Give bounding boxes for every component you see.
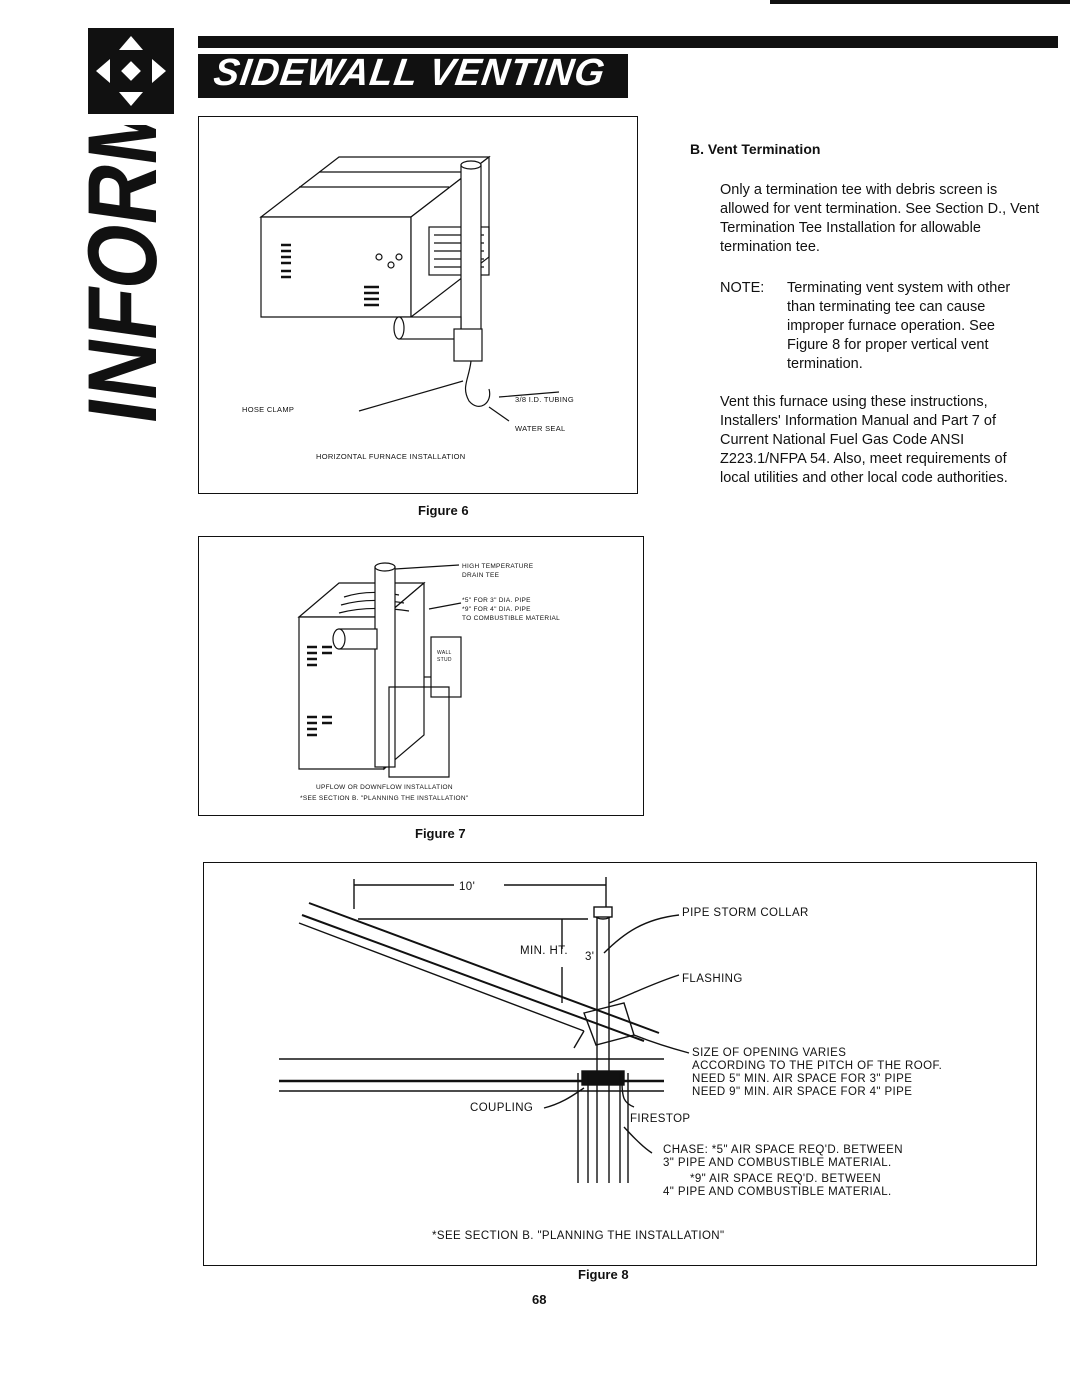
- label-flashing: FLASHING: [682, 973, 743, 985]
- top-rule: [770, 0, 1070, 4]
- label-wall: WALL: [437, 650, 452, 656]
- label-chase-1: CHASE: *5" AIR SPACE REQ'D. BETWEEN: [663, 1144, 903, 1156]
- title-rule: [198, 36, 1058, 48]
- page-title: SIDEWALL VENTING: [211, 52, 609, 94]
- label-pipe-3in: *5" FOR 3" DIA. PIPE: [462, 597, 531, 604]
- label-see-section-8: *SEE SECTION B. "PLANNING THE INSTALLATI…: [432, 1230, 725, 1242]
- label-3ft: 3': [585, 951, 595, 963]
- label-opening-1: SIZE OF OPENING VARIES: [692, 1047, 847, 1059]
- horizontal-furnace-drawing: [259, 155, 560, 422]
- label-storm-collar: PIPE STORM COLLAR: [682, 907, 809, 919]
- label-chase-2: 3" PIPE AND COMBUSTIBLE MATERIAL.: [663, 1157, 892, 1169]
- figure-8-frame: [203, 862, 1037, 1266]
- figure-6-caption: Figure 6: [418, 503, 469, 518]
- figure-7-caption: Figure 7: [415, 826, 466, 841]
- figure-7-frame: [198, 536, 644, 816]
- label-hose-clamp: HOSE CLAMP: [242, 405, 295, 414]
- label-horizontal-install: HORIZONTAL FURNACE INSTALLATION: [316, 452, 466, 461]
- arrows-logo-icon: [96, 36, 166, 106]
- upflow-furnace-drawing: [297, 562, 462, 778]
- figure-6-frame: [198, 116, 638, 494]
- label-combustible: TO COMBUSTIBLE MATERIAL: [462, 615, 561, 622]
- note-text: Terminating vent system with other than …: [787, 280, 1011, 372]
- label-firestop: FIRESTOP: [630, 1113, 691, 1125]
- label-coupling: COUPLING: [470, 1102, 534, 1114]
- vertical-vent-drawing: [279, 877, 690, 1183]
- label-opening-4: NEED 9" MIN. AIR SPACE FOR 4" PIPE: [692, 1086, 913, 1098]
- label-tubing: 3/8 I.D. TUBING: [515, 395, 574, 404]
- page-number: 68: [532, 1292, 547, 1307]
- title-banner: [198, 54, 628, 98]
- note-label: NOTE:: [720, 280, 765, 296]
- section-heading: B. Vent Termination: [690, 141, 821, 157]
- label-min-ht: MIN. HT.: [520, 945, 568, 957]
- label-see-section: *SEE SECTION B. "PLANNING THE INSTALLATI…: [300, 795, 469, 802]
- label-stud: STUD: [437, 657, 452, 663]
- figure-8-caption: Figure 8: [578, 1267, 629, 1282]
- label-chase-3: *9" AIR SPACE REQ'D. BETWEEN: [690, 1173, 882, 1185]
- label-opening-3: NEED 5" MIN. AIR SPACE FOR 3" PIPE: [692, 1073, 913, 1085]
- paragraph-instructions: Vent this furnace using these instructio…: [720, 394, 1008, 486]
- logo: [88, 28, 174, 114]
- label-drain-tee-2: DRAIN TEE: [462, 572, 500, 579]
- label-pipe-4in: *9" FOR 4" DIA. PIPE: [462, 606, 531, 613]
- label-chase-4: 4" PIPE AND COMBUSTIBLE MATERIAL.: [663, 1186, 892, 1198]
- side-word-text: INFORMATION: [74, 125, 174, 429]
- label-drain-tee-1: HIGH TEMPERATURE: [462, 563, 534, 570]
- label-opening-2: ACCORDING TO THE PITCH OF THE ROOF.: [692, 1060, 943, 1072]
- label-water-seal: WATER SEAL: [515, 424, 566, 433]
- label-10ft: 10': [459, 881, 476, 893]
- side-section-word: INFORMATION: [67, 0, 176, 705]
- paragraph-termination: Only a termination tee with debris scree…: [720, 182, 1040, 255]
- label-upflow-install: UPFLOW OR DOWNFLOW INSTALLATION: [316, 784, 453, 791]
